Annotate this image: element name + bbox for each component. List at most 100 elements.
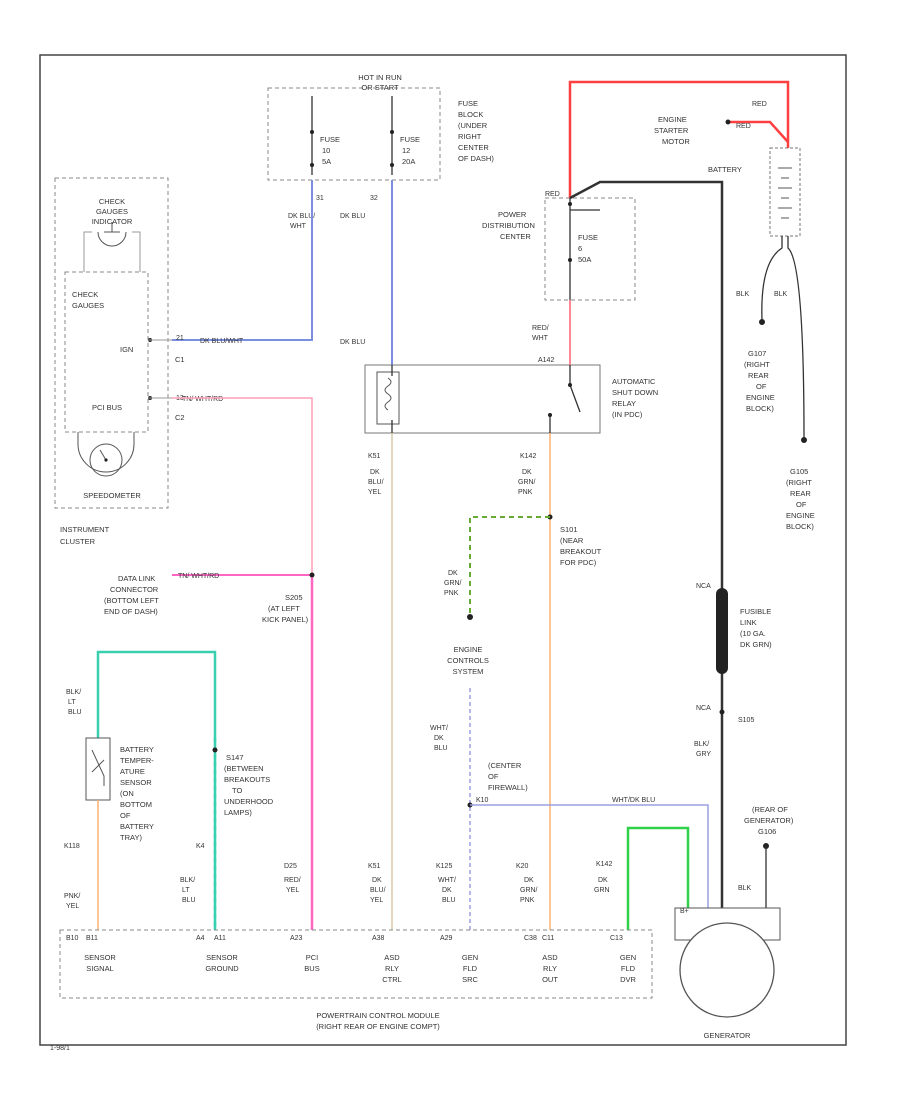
svg-text:S205: S205 <box>285 593 303 602</box>
firewall-splice: (CENTER OF FIREWALL) <box>488 761 528 792</box>
svg-text:GRN: GRN <box>594 887 610 894</box>
svg-text:(BOTTOM LEFT: (BOTTOM LEFT <box>104 596 159 605</box>
svg-text:C38: C38 <box>524 935 537 942</box>
svg-text:KICK PANEL): KICK PANEL) <box>262 615 309 624</box>
svg-text:BLOCK): BLOCK) <box>786 522 814 531</box>
svg-text:BLU: BLU <box>182 897 196 904</box>
svg-text:CENTER: CENTER <box>500 232 531 241</box>
svg-text:GAUGES: GAUGES <box>96 207 128 216</box>
s205-splice: S205 (AT LEFT KICK PANEL) <box>262 593 309 624</box>
svg-text:G105: G105 <box>790 467 808 476</box>
svg-text:DISTRIBUTION: DISTRIBUTION <box>482 221 535 230</box>
svg-text:BLU/: BLU/ <box>368 479 384 486</box>
wire-red-battery <box>568 80 790 198</box>
wire-dk-grn <box>626 826 690 930</box>
svg-text:PNK: PNK <box>444 590 459 597</box>
fuse-10-label: FUSE <box>320 135 340 144</box>
svg-text:PCI: PCI <box>306 953 319 962</box>
svg-text:A23: A23 <box>290 935 303 942</box>
wire-blk-gry <box>569 180 724 908</box>
svg-text:INDICATOR: INDICATOR <box>92 217 133 226</box>
wire-wht-dk-blu-top-label: WHT/DK BLU <box>612 797 655 804</box>
svg-text:B11: B11 <box>86 935 98 942</box>
svg-text:G107: G107 <box>748 349 766 358</box>
svg-text:FLD: FLD <box>463 964 478 973</box>
svg-text:RELAY: RELAY <box>612 399 636 408</box>
svg-text:DATA LINK: DATA LINK <box>118 574 155 583</box>
svg-text:BLU: BLU <box>434 745 448 752</box>
svg-text:C13: C13 <box>610 935 623 942</box>
fuse-block-location: FUSE BLOCK (UNDER RIGHT CENTER OF DASH) <box>458 99 494 163</box>
svg-text:WHT: WHT <box>532 335 549 342</box>
svg-text:RED/: RED/ <box>532 325 549 332</box>
fuse-block-power-label-2: OR START <box>361 83 399 92</box>
wire-dk-blu-top-label: DK BLU <box>340 339 365 346</box>
asd-relay: AUTOMATIC SHUT DOWN RELAY (IN PDC) <box>364 364 658 434</box>
wire-wht-dk-blu-gen <box>470 804 709 908</box>
svg-text:BREAKOUT: BREAKOUT <box>560 547 602 556</box>
svg-text:BOTTOM: BOTTOM <box>120 800 152 809</box>
svg-text:(10 GA.: (10 GA. <box>740 629 766 638</box>
svg-text:K10: K10 <box>476 797 489 804</box>
wire-dk-blu-label: DK BLU <box>340 213 365 220</box>
wire-red-starter <box>728 120 789 143</box>
svg-text:STARTER: STARTER <box>654 126 689 135</box>
svg-text:CTRL: CTRL <box>382 975 402 984</box>
svg-text:GEN: GEN <box>620 953 636 962</box>
svg-text:FOR PDC): FOR PDC) <box>560 558 597 567</box>
wire-dashed-green <box>469 516 550 615</box>
svg-text:WHT: WHT <box>290 223 307 230</box>
svg-text:K118: K118 <box>64 843 80 850</box>
svg-text:ASD: ASD <box>384 953 400 962</box>
svg-text:GRN/: GRN/ <box>520 887 538 894</box>
cluster-pci-bus: PCI BUS <box>92 403 122 412</box>
svg-text:SYSTEM: SYSTEM <box>453 667 484 676</box>
svg-text:POWER: POWER <box>498 210 527 219</box>
wire-w2-label: TN/ WHT/RD <box>182 396 223 403</box>
svg-text:CLUSTER: CLUSTER <box>60 537 96 546</box>
engine-controls-system: ENGINE CONTROLS SYSTEM <box>447 645 489 676</box>
svg-text:A4: A4 <box>196 935 205 942</box>
svg-text:DK: DK <box>370 469 380 476</box>
power-distribution-center: POWER DISTRIBUTION CENTER FUSE 6 50A <box>482 197 636 301</box>
g105-ground: G105 (RIGHT REAR OF ENGINE BLOCK) <box>786 467 815 531</box>
svg-text:DVR: DVR <box>620 975 636 984</box>
svg-text:ENGINE: ENGINE <box>454 645 483 654</box>
svg-text:(RIGHT: (RIGHT <box>744 360 770 369</box>
svg-text:WHT/: WHT/ <box>430 725 448 732</box>
fuse-12-label: FUSE <box>400 135 420 144</box>
pcm-terminal-sensor-ground: SENSOR GROUND <box>205 953 239 973</box>
svg-text:ENGINE: ENGINE <box>746 393 775 402</box>
svg-text:GEN: GEN <box>462 953 478 962</box>
svg-text:YEL: YEL <box>66 903 79 910</box>
wire-w1-label: DK BLU/WHT <box>200 338 244 345</box>
wire-red-starter-label: RED <box>752 101 767 108</box>
fuse-12-number: 12 <box>402 146 410 155</box>
svg-text:S147: S147 <box>226 753 244 762</box>
svg-text:(CENTER: (CENTER <box>488 761 522 770</box>
svg-text:FUSE: FUSE <box>458 99 478 108</box>
svg-text:TEMPER-: TEMPER- <box>120 756 154 765</box>
svg-text:(RIGHT: (RIGHT <box>786 478 812 487</box>
svg-text:NCA: NCA <box>696 583 711 590</box>
svg-text:LAMPS): LAMPS) <box>224 808 252 817</box>
pcm-terminal-asd-rly-ctrl: ASD RLY CTRL <box>382 953 402 984</box>
svg-text:REAR: REAR <box>748 371 769 380</box>
svg-text:GAUGES: GAUGES <box>72 301 104 310</box>
svg-text:GRN/: GRN/ <box>444 580 462 587</box>
svg-text:D25: D25 <box>284 863 297 870</box>
wire-pci-bus-cluster <box>172 397 313 575</box>
fusible-link: FUSIBLE LINK (10 GA. DK GRN) <box>716 588 772 674</box>
wire-blk-lt-blu <box>96 650 217 930</box>
svg-text:DK: DK <box>372 877 382 884</box>
g107-ground: G107 (RIGHT REAR OF ENGINE BLOCK) <box>744 349 775 413</box>
svg-text:TO: TO <box>232 786 242 795</box>
svg-text:LT: LT <box>68 699 76 706</box>
svg-text:SENSOR: SENSOR <box>84 953 116 962</box>
svg-text:WHT/: WHT/ <box>438 877 456 884</box>
svg-text:END OF DASH): END OF DASH) <box>104 607 158 616</box>
svg-text:OF: OF <box>796 500 807 509</box>
svg-text:K125: K125 <box>436 863 452 870</box>
svg-text:RLY: RLY <box>385 964 399 973</box>
svg-text:RED/: RED/ <box>284 877 301 884</box>
